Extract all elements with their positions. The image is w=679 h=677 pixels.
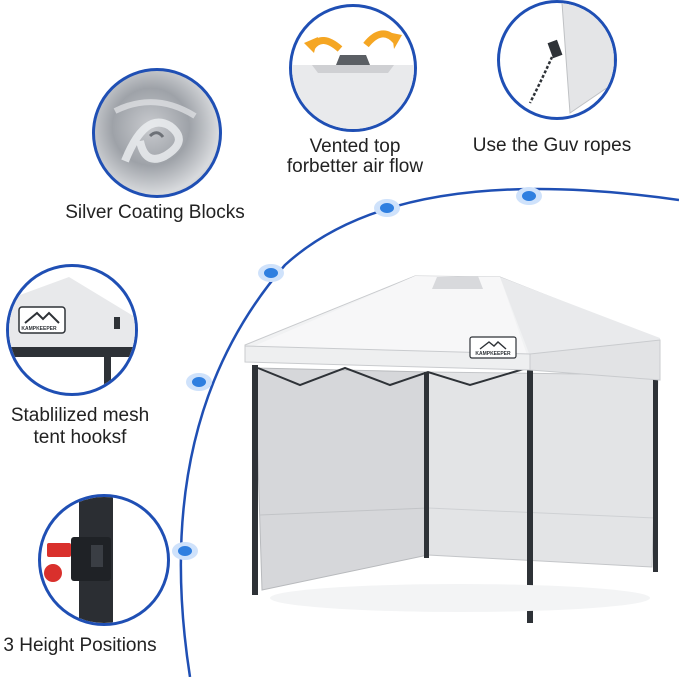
location-dot-icon <box>516 187 542 205</box>
vent-illustration <box>292 30 414 129</box>
silver-coating-image <box>92 68 222 198</box>
silver-coating-caption: Silver Coating Blocks <box>65 202 245 223</box>
fabric-fold-icon <box>113 99 197 163</box>
vented-top-caption-line1: Vented top <box>309 136 401 157</box>
vented-top-caption-line2: forbetter air flow <box>286 156 424 177</box>
location-dot-icon <box>172 542 198 560</box>
tent-hooks-caption-line2: tent hooksf <box>33 427 127 448</box>
brand-logo-text: KAMPKEEPER <box>475 351 511 357</box>
height-positions-caption: 3 Height Positions <box>3 635 157 656</box>
curved-arrow-icon <box>363 30 402 49</box>
latch-icon <box>44 543 71 582</box>
location-dot-icon <box>374 199 400 217</box>
location-dot-icon <box>186 373 212 391</box>
vented-top-image <box>289 4 417 132</box>
hooks-logo-text: KAMPKEEPER <box>21 326 57 332</box>
height-positions-image <box>38 494 170 626</box>
curved-arrow-icon <box>304 37 343 53</box>
rope-illustration <box>528 3 614 114</box>
hooks-illustration <box>9 277 135 393</box>
guy-rope-image <box>497 0 617 120</box>
location-dot-icon <box>258 264 284 282</box>
tent-hooks-caption-line1: Stablilized mesh <box>10 405 150 426</box>
tent-hooks-image <box>6 264 138 396</box>
guy-rope-caption: Use the Guv ropes <box>472 135 632 156</box>
pole-latch-illustration <box>44 497 113 623</box>
